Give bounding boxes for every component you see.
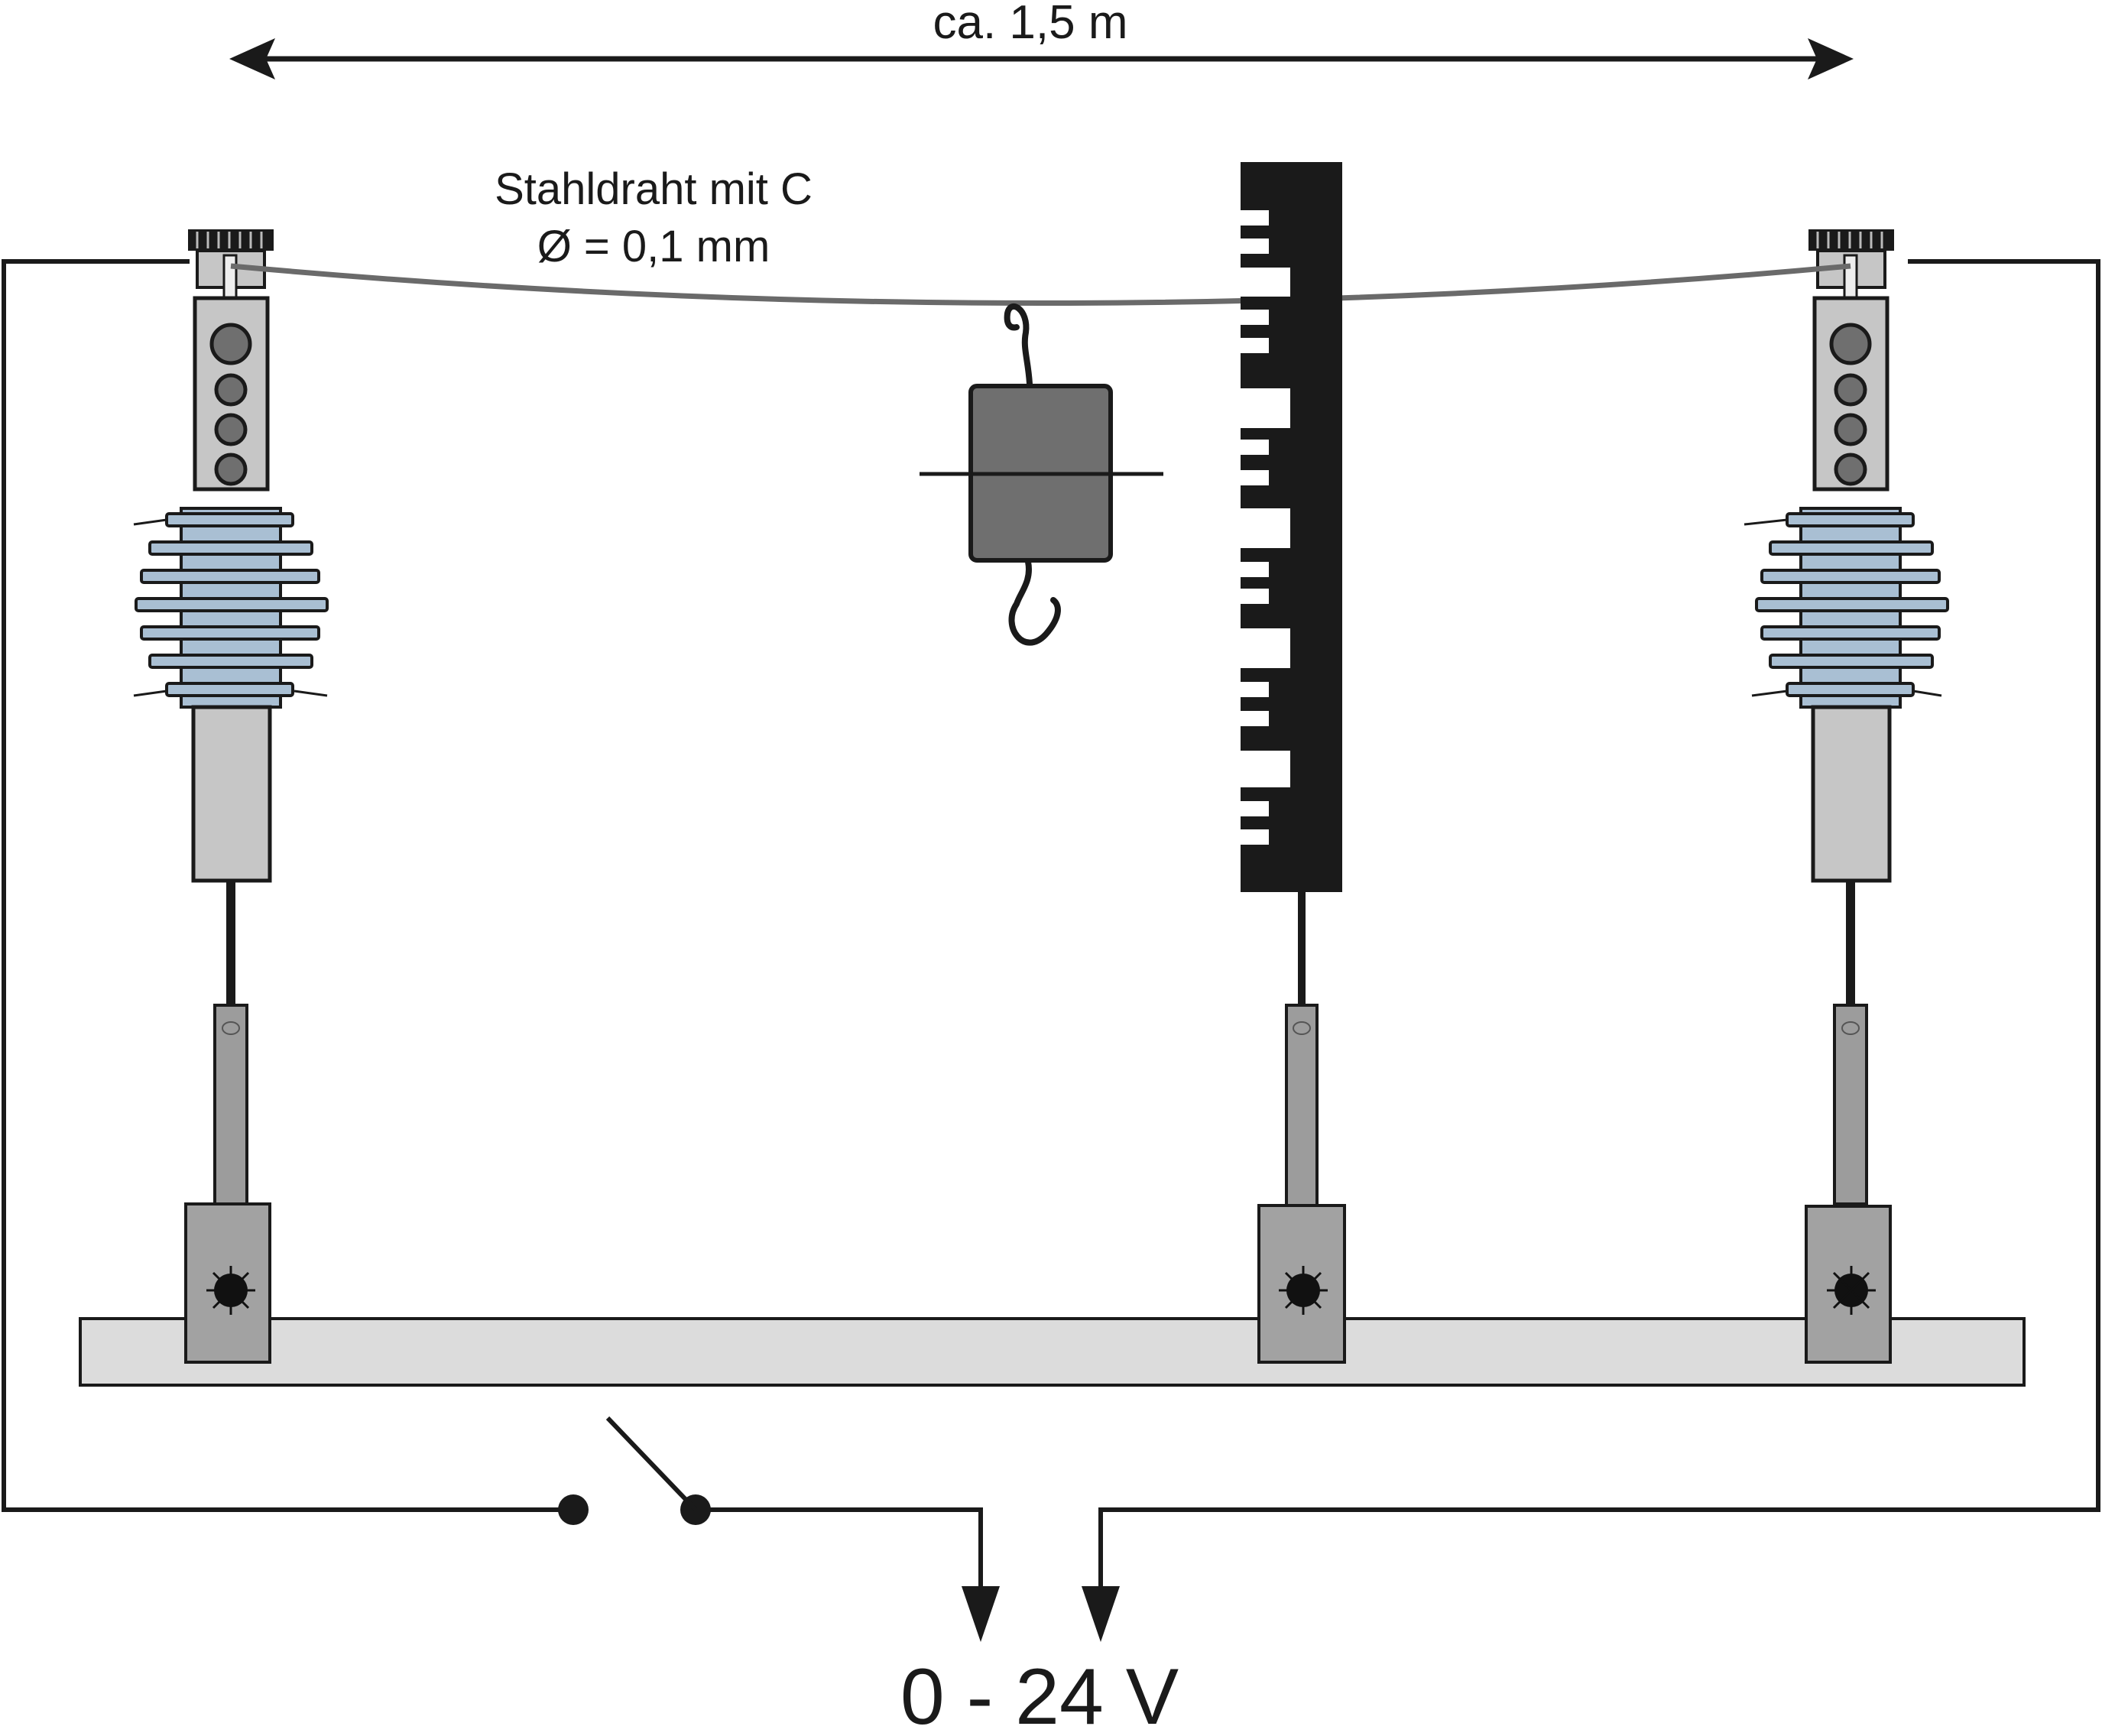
left-insulator-sheds bbox=[135, 512, 329, 697]
right-clamp-screw bbox=[1827, 1266, 1876, 1315]
right-insulator-sheds bbox=[1755, 512, 1949, 697]
measuring-scale bbox=[1241, 162, 1346, 1364]
span-label: ca. 1,5 m bbox=[933, 0, 1128, 49]
left-knob bbox=[188, 229, 274, 251]
wire-label-line1: Stahldraht mit C bbox=[495, 164, 813, 214]
hanging-weight bbox=[920, 303, 1163, 646]
scale-notches bbox=[1241, 210, 1290, 845]
upper-hook bbox=[1004, 303, 1033, 387]
base-rail bbox=[79, 1317, 2026, 1387]
center-clamp-screw bbox=[1279, 1266, 1328, 1315]
circuit-wires bbox=[2, 259, 2100, 1590]
left-clamp-screw bbox=[206, 1266, 255, 1315]
lower-hook bbox=[1008, 559, 1061, 646]
center-clamp bbox=[1257, 1204, 1346, 1364]
terminal-arrows bbox=[962, 1586, 1120, 1642]
wire-label-line2: Ø = 0,1 mm bbox=[537, 222, 770, 271]
right-knob bbox=[1808, 229, 1894, 251]
steel-wire bbox=[230, 263, 1851, 306]
circuit-switch bbox=[558, 1416, 711, 1525]
span-dimension-arrow bbox=[229, 38, 1854, 79]
left-insulator-post bbox=[133, 229, 329, 1364]
right-insulator-post bbox=[1744, 229, 1949, 1364]
voltage-label: 0 - 24 V bbox=[900, 1653, 1179, 1732]
